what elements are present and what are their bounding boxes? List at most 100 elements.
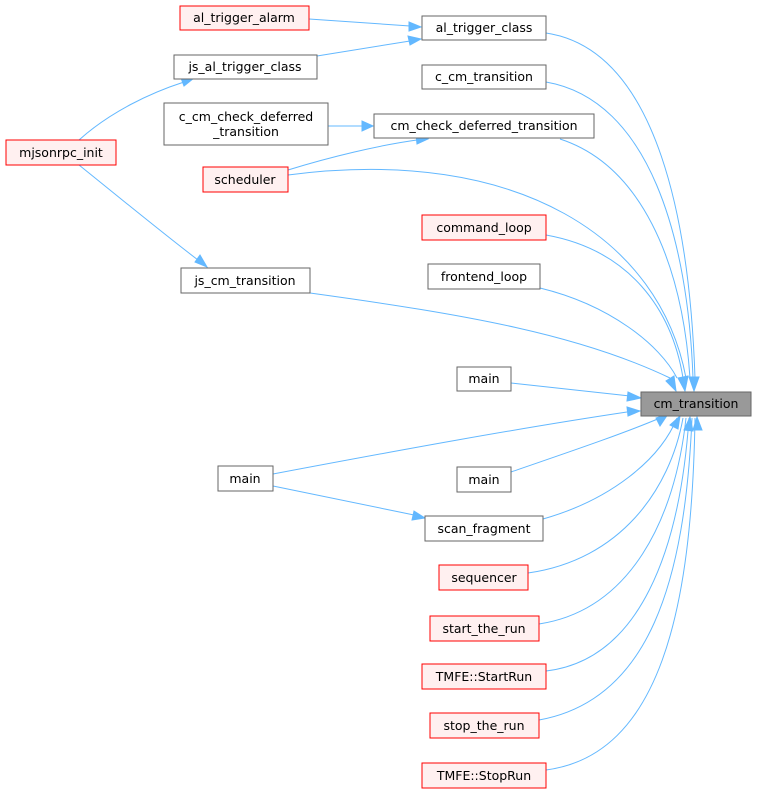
node-label: scheduler bbox=[214, 172, 276, 187]
edge-main-left-to-scan-fragment bbox=[272, 485, 415, 516]
edge-arrowhead bbox=[194, 254, 209, 269]
edge-cm-check-deferred-to-cm-transition bbox=[559, 138, 691, 379]
node-al-trigger-class[interactable]: al_trigger_class bbox=[421, 15, 547, 41]
node-box bbox=[217, 465, 274, 492]
edge-arrowhead bbox=[626, 406, 642, 417]
node-label: main bbox=[468, 472, 499, 487]
node-sequencer[interactable]: sequencer bbox=[438, 564, 529, 591]
edge-arrowhead bbox=[407, 35, 423, 46]
node-label: stop_the_run bbox=[444, 718, 525, 733]
node-box bbox=[421, 15, 547, 41]
edge-arrowhead bbox=[411, 510, 427, 521]
node-c-cm-transition[interactable]: c_cm_transition bbox=[421, 64, 547, 90]
node-label: main bbox=[229, 471, 260, 486]
node-label: TMFE::StopRun bbox=[436, 768, 531, 783]
node-cm-transition[interactable]: cm_transition bbox=[640, 391, 752, 417]
node-command-loop[interactable]: command_loop bbox=[421, 214, 547, 241]
node-label: cm_transition bbox=[654, 396, 739, 411]
edge-stop-the-run-to-cm-transition bbox=[538, 417, 693, 721]
node-box bbox=[179, 5, 310, 31]
edge-arrowhead bbox=[408, 21, 423, 32]
edge-mjsonrpc-init-to-js-cm-transition bbox=[78, 164, 199, 261]
node-label: sequencer bbox=[451, 570, 517, 585]
edge-arrowhead bbox=[683, 415, 694, 432]
node-label: mjsonrpc_init bbox=[19, 145, 103, 160]
node-scheduler[interactable]: scheduler bbox=[202, 166, 289, 193]
edge-arrowhead bbox=[669, 414, 681, 430]
node-box bbox=[427, 263, 541, 290]
node-box bbox=[202, 166, 289, 193]
edge-c-cm-transition-to-cm-transition bbox=[545, 81, 694, 379]
node-box bbox=[429, 615, 540, 642]
node-box bbox=[438, 564, 529, 591]
node-box bbox=[5, 139, 117, 166]
node-box bbox=[424, 515, 544, 542]
edge-scheduler-to-cm-check-deferred bbox=[287, 139, 418, 171]
node-box bbox=[180, 267, 311, 294]
node-al-trigger-alarm[interactable]: al_trigger_alarm bbox=[179, 5, 310, 31]
edge-arrowhead bbox=[677, 375, 689, 393]
edge-al-trigger-alarm-to-al-trigger-class bbox=[308, 18, 411, 27]
node-label: js_cm_transition bbox=[193, 273, 295, 288]
node-cm-check-deferred-transition[interactable]: cm_check_deferred_transition bbox=[373, 113, 595, 139]
node-box bbox=[163, 102, 329, 146]
node-main-1[interactable]: main bbox=[456, 366, 512, 392]
edge-mjsonrpc-init-to-js-al-trigger-class bbox=[78, 81, 185, 141]
node-box bbox=[429, 712, 540, 739]
node-js-cm-transition[interactable]: js_cm_transition bbox=[180, 267, 311, 294]
node-box bbox=[373, 113, 595, 139]
edge-arrowhead bbox=[688, 376, 700, 393]
node-box bbox=[421, 214, 547, 241]
edge-js-al-trigger-class-to-al-trigger-class bbox=[316, 40, 411, 57]
edge-arrowhead bbox=[626, 391, 643, 402]
edge-main-1-to-cm-transition bbox=[510, 382, 631, 397]
node-label: start_the_run bbox=[442, 621, 525, 636]
edges bbox=[78, 18, 703, 771]
node-start-the-run[interactable]: start_the_run bbox=[429, 615, 540, 642]
edge-scheduler-to-cm-transition bbox=[287, 168, 687, 379]
node-label: c_cm_transition bbox=[435, 69, 533, 84]
edge-sequencer-to-cm-transition bbox=[527, 417, 684, 574]
node-js-al-trigger-class[interactable]: js_al_trigger_class bbox=[173, 54, 318, 80]
edge-tmfe-startrun-to-cm-transition bbox=[545, 417, 690, 672]
node-box bbox=[173, 54, 318, 80]
edge-arrowhead bbox=[361, 120, 375, 132]
node-label: al_trigger_alarm bbox=[193, 10, 295, 25]
node-label: cm_check_deferred_transition bbox=[390, 118, 577, 133]
node-stop-the-run[interactable]: stop_the_run bbox=[429, 712, 540, 739]
node-box bbox=[421, 64, 547, 90]
edge-tmfe-stoprun-to-cm-transition bbox=[545, 417, 696, 771]
edge-command-loop-to-cm-transition bbox=[545, 234, 684, 379]
node-mjsonrpc-init[interactable]: mjsonrpc_init bbox=[5, 139, 117, 166]
edge-js-cm-transition-to-cm-transition bbox=[309, 292, 671, 379]
edge-main-left-to-cm-transition bbox=[272, 411, 628, 475]
edge-al-trigger-class-to-cm-transition bbox=[545, 32, 696, 379]
node-label: TMFE::StartRun bbox=[435, 669, 532, 684]
node-c-cm-check-deferred-transition[interactable]: c_cm_check_deferred _transition bbox=[163, 102, 329, 146]
node-main-2[interactable]: main bbox=[456, 466, 512, 493]
node-label-line2: _transition bbox=[212, 124, 279, 139]
node-scan-fragment[interactable]: scan_fragment bbox=[424, 515, 544, 542]
node-label: al_trigger_class bbox=[436, 20, 533, 35]
node-box bbox=[456, 466, 512, 493]
node-tmfe-startrun[interactable]: TMFE::StartRun bbox=[421, 663, 547, 690]
node-main-left[interactable]: main bbox=[217, 465, 274, 492]
node-label: main bbox=[468, 371, 499, 386]
edge-scan-fragment-to-cm-transition bbox=[542, 417, 678, 520]
node-box bbox=[421, 762, 547, 789]
node-label: frontend_loop bbox=[441, 269, 527, 284]
node-frontend-loop[interactable]: frontend_loop bbox=[427, 263, 541, 290]
node-label: command_loop bbox=[436, 220, 531, 235]
node-tmfe-stoprun[interactable]: TMFE::StopRun bbox=[421, 762, 547, 789]
node-box bbox=[421, 663, 547, 690]
edge-arrowhead bbox=[692, 415, 703, 431]
node-box bbox=[456, 366, 512, 392]
node-box bbox=[640, 391, 752, 417]
node-label: scan_fragment bbox=[437, 521, 530, 536]
nodes: cm_transition al_trigger_class al_trigge… bbox=[5, 5, 752, 789]
edge-frontend-loop-to-cm-transition bbox=[539, 287, 678, 379]
edge-start-the-run-to-cm-transition bbox=[538, 417, 687, 625]
node-label: js_al_trigger_class bbox=[187, 59, 301, 74]
edge-main-2-to-cm-transition bbox=[510, 417, 661, 473]
